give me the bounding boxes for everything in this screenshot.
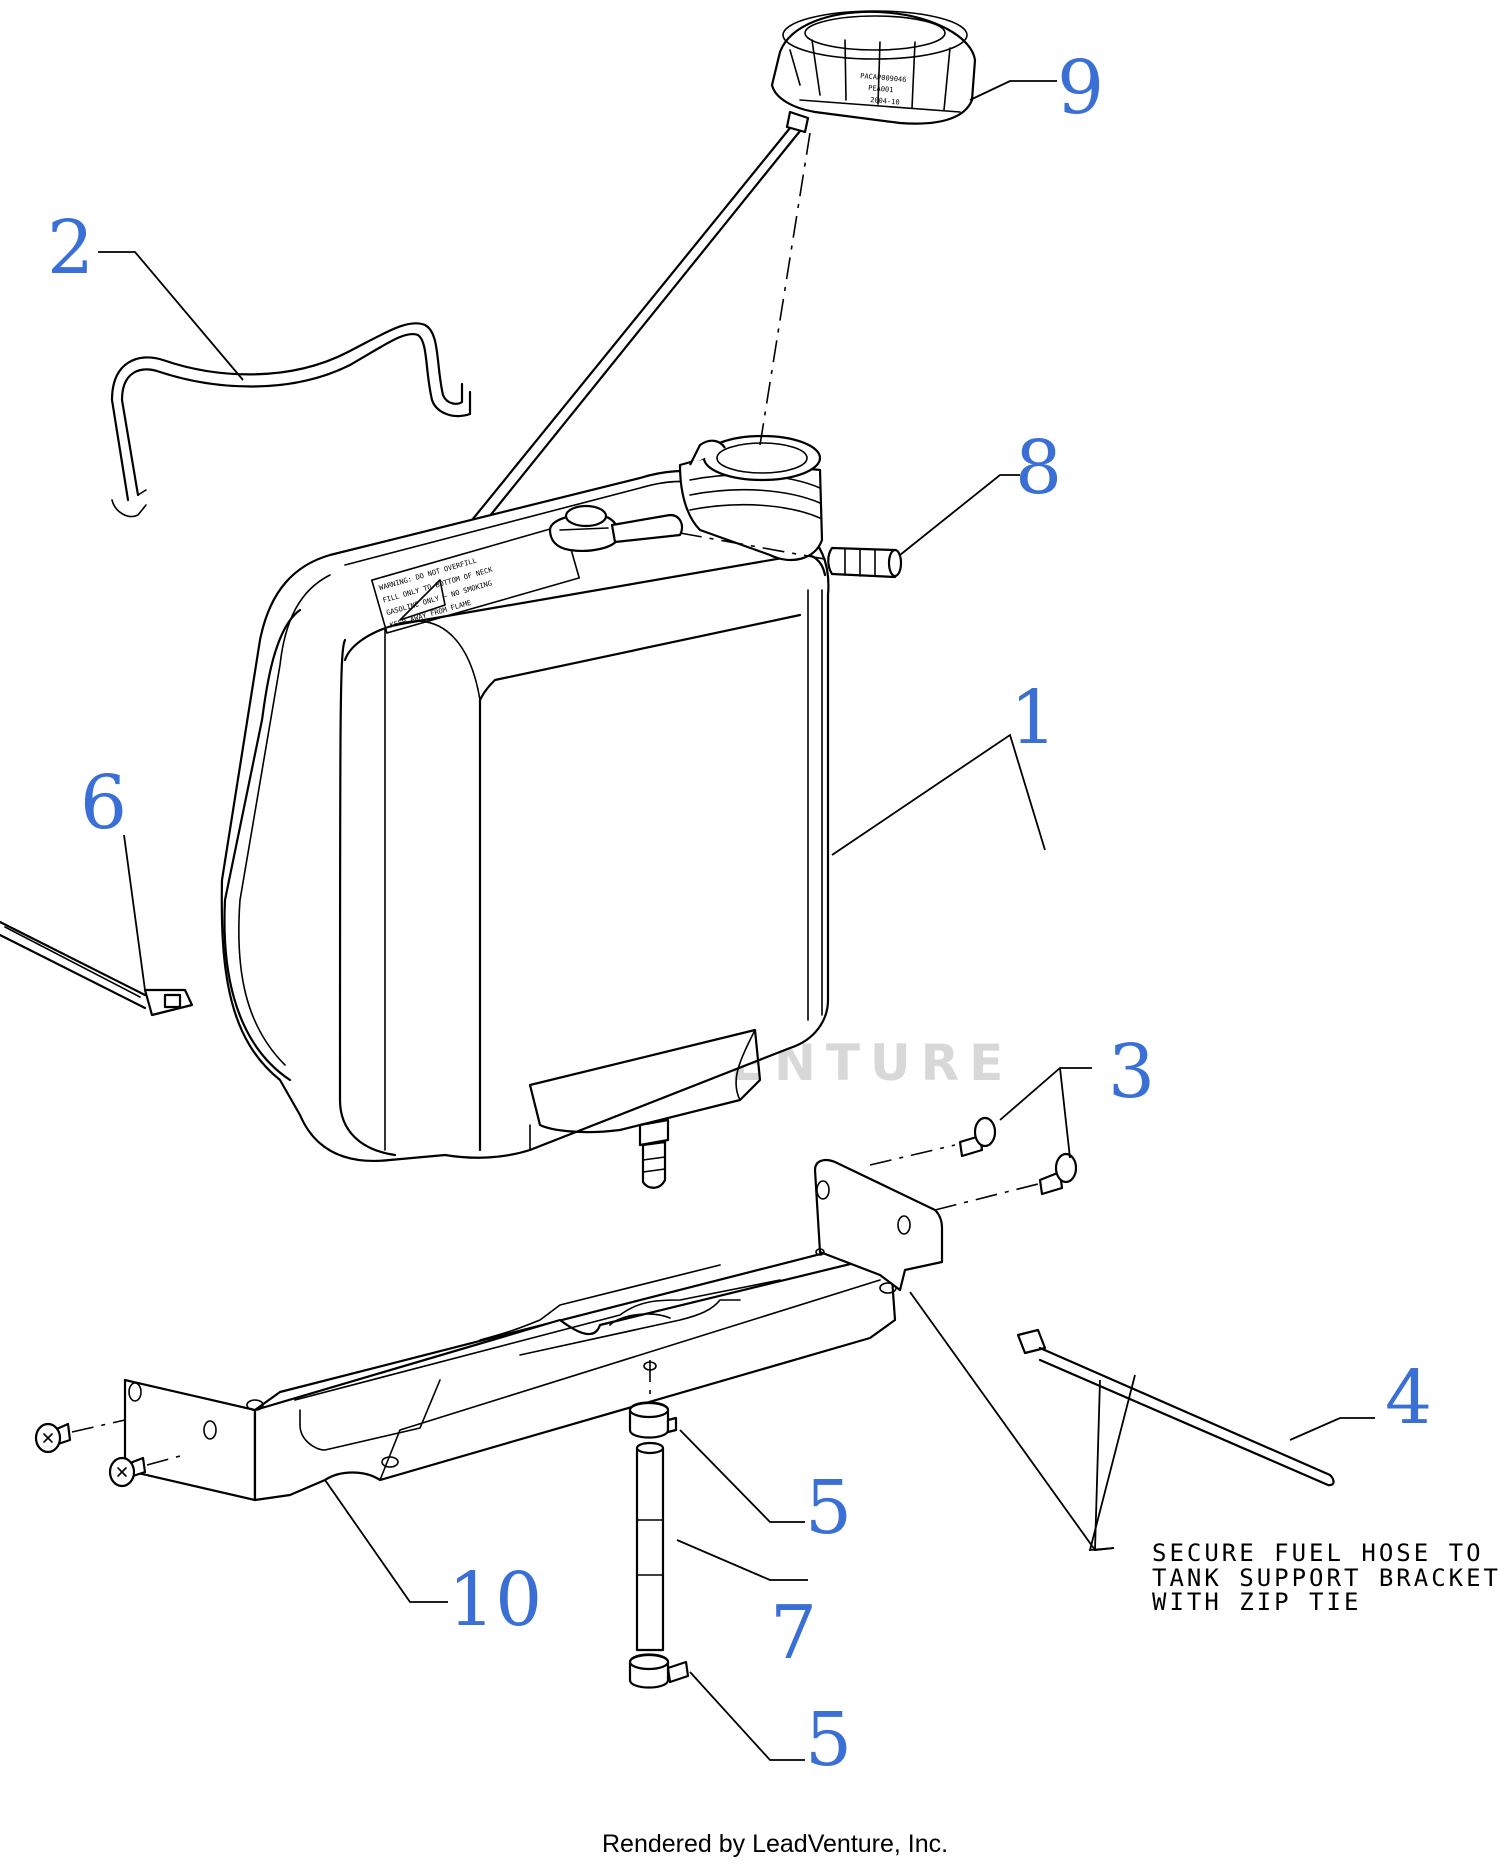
note-line-1: SECURE FUEL HOSE TO <box>1152 1539 1484 1567</box>
part-9-fuel-cap: PACAP009046 PEA001 2004-10 <box>393 10 977 622</box>
part-2-fuel-line <box>110 322 472 518</box>
part-7-fuel-hose-and-clamps <box>628 1360 690 1689</box>
part-1-fuel-tank: WARNING: DO NOT OVERFILL FILL ONLY TO BO… <box>220 434 830 1189</box>
callout-8: 8 <box>1015 425 1062 511</box>
callout-3: 3 <box>1108 1029 1155 1115</box>
svg-text:2004-10: 2004-10 <box>870 96 900 107</box>
callout-6: 6 <box>80 760 127 846</box>
note-line-3: WITH ZIP TIE <box>1152 1588 1361 1616</box>
part-4-zip-tie <box>1016 1328 1335 1487</box>
assembly-note: SECURE FUEL HOSE TO TANK SUPPORT BRACKET… <box>1152 1539 1500 1616</box>
part-3-bolts <box>869 1116 1078 1211</box>
callout-9: 9 <box>1057 45 1104 131</box>
callout-7: 7 <box>770 1590 817 1676</box>
part-8-vent-fitting <box>679 532 903 579</box>
footer-credit: Rendered by LeadVenture, Inc. <box>602 1830 948 1858</box>
part-10-support-bracket <box>34 1159 944 1502</box>
callout-1: 1 <box>1010 675 1057 761</box>
svg-text:PEA001: PEA001 <box>868 84 894 94</box>
callout-4: 4 <box>1385 1355 1432 1441</box>
callout-5-upper: 5 <box>805 1465 852 1551</box>
part-6-zip-tie <box>0 920 194 1017</box>
callouts: 1 2 3 4 5 5 6 7 8 9 10 <box>47 45 1432 1783</box>
cap-assembly-line <box>759 132 811 446</box>
callout-2: 2 <box>47 205 94 291</box>
callout-5-lower: 5 <box>805 1697 852 1783</box>
leader-lines <box>98 80 1375 1761</box>
callout-10: 10 <box>448 1557 542 1643</box>
note-line-2: TANK SUPPORT BRACKET <box>1152 1564 1500 1592</box>
